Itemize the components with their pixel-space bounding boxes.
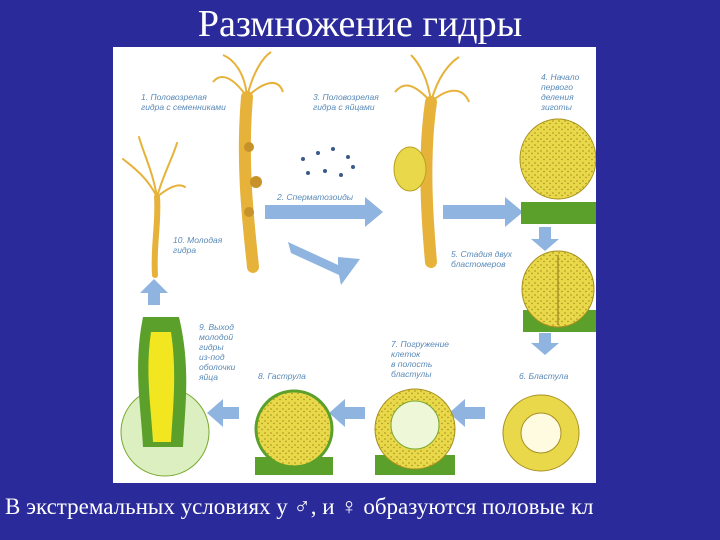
arrow-up <box>140 279 168 305</box>
cycle-arrows <box>140 197 559 427</box>
zygote <box>519 118 596 200</box>
arrow-left-2 <box>329 399 365 427</box>
arrow-sperm <box>265 197 383 227</box>
hydra-emerging <box>120 317 210 477</box>
hydra-with-testes <box>212 51 284 273</box>
slide-caption: В экстремальных условиях у ♂, и ♀ образу… <box>5 494 594 519</box>
invagination <box>374 388 456 475</box>
slide-title: Размножение гидры <box>197 3 523 45</box>
blastula <box>502 394 580 472</box>
arrow-left-1 <box>449 399 485 427</box>
arrow-down-2 <box>531 333 559 355</box>
arrow-down-1 <box>531 227 559 251</box>
arrow-to-hydra1 <box>288 242 360 285</box>
label-2: 2. Сперматозоиды <box>276 192 354 202</box>
arrow-to-egg <box>443 197 523 227</box>
arrow-left-3 <box>207 399 239 427</box>
green-base <box>521 202 596 224</box>
hydra-with-egg <box>393 54 470 268</box>
gastrula <box>254 389 334 475</box>
label-8: 8. Гаструла <box>258 371 306 381</box>
sperm-cells <box>301 147 355 177</box>
young-hydra <box>122 136 186 278</box>
label-6: 6. Бластула <box>519 371 569 381</box>
